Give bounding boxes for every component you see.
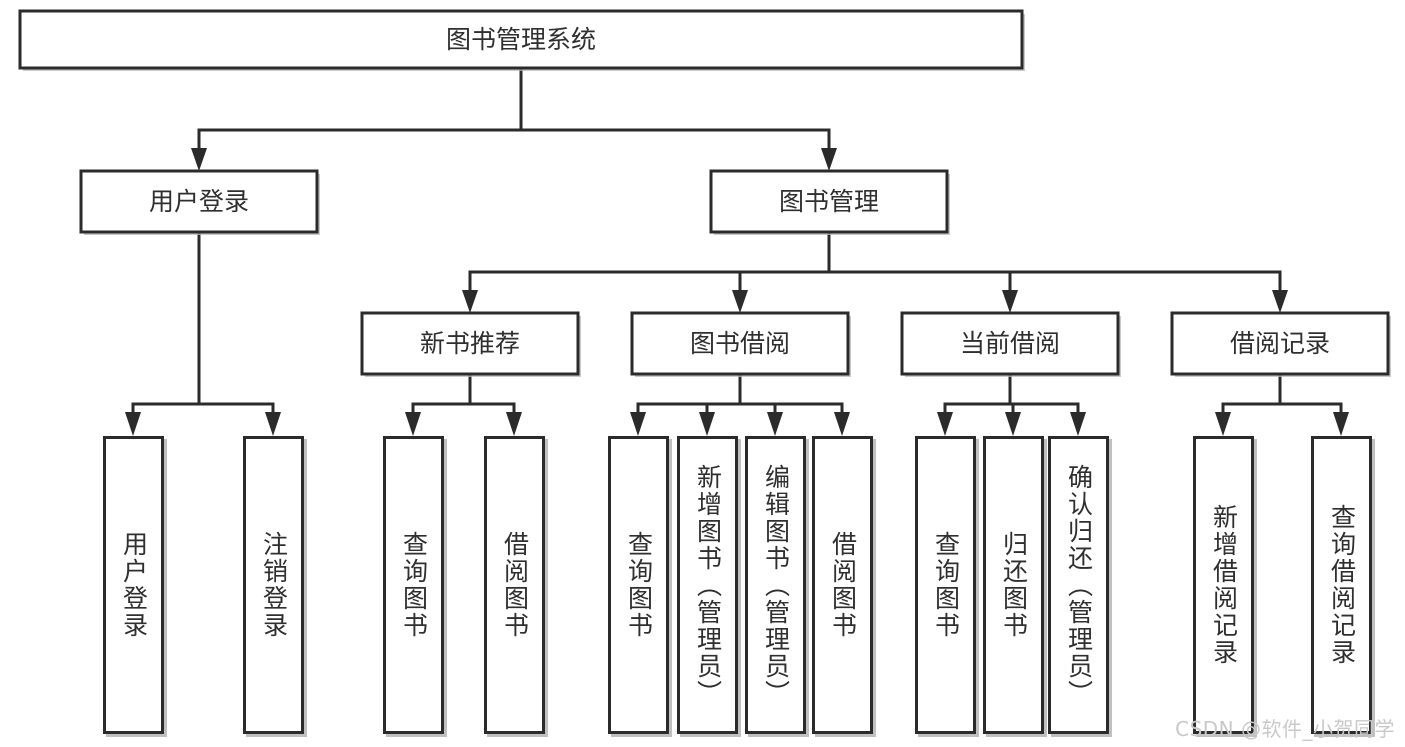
leaf-node-query-record-label: 查询借阅记录 [1327,504,1357,666]
root-node-box [18,9,1024,70]
node-new-book-recommend[interactable]: 新书推荐 [360,311,581,377]
arrow-new-book-recommend [462,290,478,313]
node-book-borrow-box [630,311,850,376]
arrow-leaf-query-record [1333,412,1349,436]
arrow-borrow-record [1272,290,1288,313]
arrow-leaf-query-book-nbr [405,412,421,436]
leaf-node-query-book-borrow-label: 查询图书 [624,531,654,639]
leaf-node-logout-label: 注销登录 [259,531,289,639]
node-book-manage-label: 图书管理 [779,187,879,216]
node-user-login[interactable]: 用户登录 [79,169,320,235]
node-current-borrow[interactable]: 当前借阅 [900,311,1121,377]
leaf-node-return-book[interactable]: 归还图书 [983,436,1044,734]
root-node[interactable]: 图书管理系统 [18,9,1025,71]
edges-layer [125,66,1349,436]
arrow-leaf-borrow-book-nbr [506,412,522,436]
node-user-login-box [79,169,319,234]
node-current-borrow-box [900,311,1120,376]
node-book-manage-box [709,169,949,234]
node-borrow-record[interactable]: 借阅记录 [1170,311,1391,377]
leaf-node-query-book-current[interactable]: 查询图书 [915,436,976,734]
arrow-leaf-return-book [1005,412,1021,436]
watermark-text: CSDN @软件_小贺同学 [1175,717,1395,741]
leaf-node-query-record[interactable]: 查询借阅记录 [1311,436,1372,734]
arrow-leaf-borrow-book-bb [834,412,850,436]
node-book-borrow-label: 图书借阅 [690,329,790,358]
leaf-node-query-book-new[interactable]: 查询图书 [383,436,444,734]
leaf-node-add-record[interactable]: 新增借阅记录 [1193,436,1254,734]
node-borrow-record-box [1170,311,1390,376]
leaf-node-edit-book[interactable]: 编辑图书（管理员） [745,436,806,734]
leaf-node-confirm-return-label: 确认归还（管理员） [1064,463,1094,707]
node-borrow-record-label: 借阅记录 [1230,329,1330,358]
arrow-book-manage [821,148,837,171]
leaf-node-borrow-book[interactable]: 借阅图书 [812,436,873,734]
node-new-book-recommend-label: 新书推荐 [420,329,520,358]
leaf-node-user-login-label: 用户登录 [119,531,149,639]
arrow-leaf-logout [265,412,281,436]
leaf-node-confirm-return[interactable]: 确认归还（管理员） [1048,436,1109,734]
leaf-node-borrow-book-new[interactable]: 借阅图书 [484,436,545,734]
node-book-borrow[interactable]: 图书借阅 [630,311,851,377]
leaf-node-edit-book-label: 编辑图书（管理员） [761,463,791,707]
arrow-leaf-add-record [1215,412,1231,436]
arrow-leaf-query-book-cb [937,412,953,436]
node-current-borrow-label: 当前借阅 [960,329,1060,358]
leaf-node-borrow-book-new-label: 借阅图书 [500,531,530,639]
arrow-leaf-user-login [125,412,141,436]
leaf-node-query-book-new-label: 查询图书 [399,531,429,639]
node-user-login-label: 用户登录 [149,187,249,216]
arrow-leaf-add-book [699,412,715,436]
arrow-leaf-query-book-bb [630,412,646,436]
leaf-node-add-book-label: 新增图书（管理员） [693,463,723,707]
leaf-node-return-book-label: 归还图书 [999,531,1029,639]
node-book-manage[interactable]: 图书管理 [709,169,950,235]
arrow-leaf-edit-book [767,412,783,436]
leaf-node-query-book-borrow[interactable]: 查询图书 [608,436,669,734]
leaf-node-add-book[interactable]: 新增图书（管理员） [677,436,738,734]
arrow-book-borrow [732,290,748,313]
arrow-user-login [191,148,207,171]
leaf-node-query-book-current-label: 查询图书 [931,531,961,639]
leaf-node-borrow-book-label: 借阅图书 [828,531,858,639]
arrow-leaf-confirm-return [1070,412,1086,436]
arrow-current-borrow [1002,290,1018,313]
leaf-node-add-record-label: 新增借阅记录 [1209,504,1239,666]
node-new-book-recommend-box [360,311,580,376]
leaf-node-user-login[interactable]: 用户登录 [103,436,164,734]
root-node-label: 图书管理系统 [446,25,596,54]
leaf-node-logout[interactable]: 注销登录 [243,436,304,734]
